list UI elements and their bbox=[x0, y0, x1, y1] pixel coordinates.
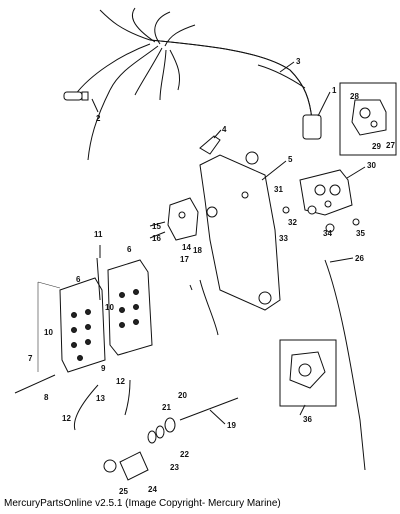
callout-33[interactable]: 33 bbox=[279, 234, 288, 243]
clip-4[interactable] bbox=[199, 135, 221, 155]
callout-29[interactable]: 29 bbox=[372, 142, 381, 151]
callout-2[interactable]: 2 bbox=[96, 114, 101, 123]
inset-36[interactable] bbox=[279, 339, 337, 407]
callout-23[interactable]: 23 bbox=[170, 463, 179, 472]
callout-31[interactable]: 31 bbox=[274, 185, 283, 194]
callout-20[interactable]: 20 bbox=[178, 391, 187, 400]
callout-30[interactable]: 30 bbox=[367, 161, 376, 170]
callout-10a[interactable]: 10 bbox=[105, 303, 114, 312]
callout-36[interactable]: 36 bbox=[303, 415, 312, 424]
stud-19[interactable] bbox=[179, 397, 239, 421]
callout-11[interactable]: 11 bbox=[94, 230, 103, 239]
callout-32[interactable]: 32 bbox=[288, 218, 297, 227]
callout-12b[interactable]: 12 bbox=[62, 414, 71, 423]
inset-solenoid[interactable] bbox=[339, 82, 397, 156]
mounting-plate[interactable] bbox=[199, 151, 281, 311]
callout-24[interactable]: 24 bbox=[148, 485, 157, 494]
callout-12a[interactable]: 12 bbox=[116, 377, 125, 386]
callout-17[interactable]: 17 bbox=[180, 255, 189, 264]
callout-3[interactable]: 3 bbox=[296, 57, 301, 66]
callout-14[interactable]: 14 bbox=[182, 243, 191, 252]
callout-9[interactable]: 9 bbox=[101, 364, 106, 373]
callout-8[interactable]: 8 bbox=[44, 393, 49, 402]
callout-27[interactable]: 27 bbox=[386, 141, 395, 150]
callout-22[interactable]: 22 bbox=[180, 450, 189, 459]
callout-25[interactable]: 25 bbox=[119, 487, 128, 496]
callout-4[interactable]: 4 bbox=[222, 125, 227, 134]
callout-18[interactable]: 18 bbox=[193, 246, 202, 255]
callout-15[interactable]: 15 bbox=[152, 222, 161, 231]
callout-16[interactable]: 16 bbox=[152, 234, 161, 243]
callout-10b[interactable]: 10 bbox=[44, 328, 53, 337]
lead-wire[interactable] bbox=[257, 64, 306, 89]
callout-26[interactable]: 26 bbox=[355, 254, 364, 263]
callout-1[interactable]: 1 bbox=[332, 86, 337, 95]
callout-7[interactable]: 7 bbox=[28, 354, 33, 363]
callout-6b[interactable]: 6 bbox=[76, 275, 81, 284]
screw-7[interactable] bbox=[14, 374, 56, 394]
connector-block[interactable] bbox=[167, 197, 199, 241]
wiring-harness[interactable] bbox=[63, 7, 322, 161]
callout-13[interactable]: 13 bbox=[96, 394, 105, 403]
footer-copyright: MercuryPartsOnline v2.5.1 (Image Copyrig… bbox=[4, 498, 281, 509]
ground-lead[interactable] bbox=[324, 259, 366, 471]
parts-diagram: 1 2 3 4 5 6 6 7 8 9 10 10 11 12 12 13 14… bbox=[14, 7, 397, 496]
callout-21[interactable]: 21 bbox=[162, 403, 171, 412]
starter-solenoid[interactable] bbox=[299, 169, 353, 216]
switch-box-front[interactable] bbox=[59, 277, 106, 373]
callout-6a[interactable]: 6 bbox=[127, 245, 132, 254]
callout-5[interactable]: 5 bbox=[288, 155, 293, 164]
callout-28[interactable]: 28 bbox=[350, 92, 359, 101]
callout-35[interactable]: 35 bbox=[356, 229, 365, 238]
switch-box-rear[interactable] bbox=[107, 259, 153, 356]
callout-19[interactable]: 19 bbox=[227, 421, 236, 430]
callout-34[interactable]: 34 bbox=[323, 229, 332, 238]
